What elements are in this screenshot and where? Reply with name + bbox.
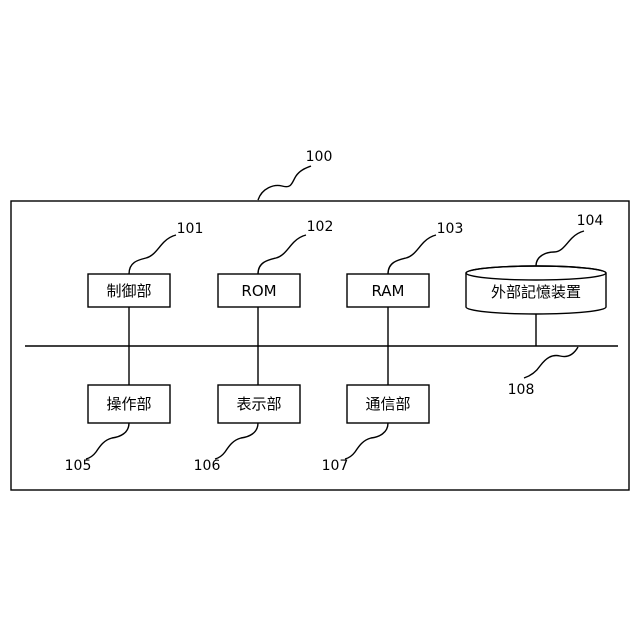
operation-unit-block: 操作部 105 (65, 385, 170, 474)
operation-unit-label: 操作部 (106, 395, 151, 413)
communication-unit-label: 通信部 (365, 395, 410, 413)
rom-leader (258, 235, 306, 274)
external-storage-block: 外部記憶装置 104 (466, 213, 606, 314)
bus-ref: 108 (508, 382, 535, 398)
communication-unit-leader (345, 423, 388, 459)
operation-unit-leader (86, 423, 129, 459)
ram-ref: 103 (437, 221, 464, 237)
external-storage-leader (536, 231, 584, 266)
display-unit-leader (215, 423, 258, 459)
system-ref: 100 (306, 149, 333, 165)
operation-unit-ref: 105 (65, 458, 92, 474)
external-storage-label: 外部記憶装置 (491, 283, 581, 301)
control-unit-leader (129, 235, 176, 274)
rom-ref: 102 (307, 219, 334, 235)
system-leader-line (258, 166, 311, 200)
control-unit-block: 制御部 101 (88, 221, 203, 307)
display-unit-block: 表示部 106 (194, 385, 300, 474)
rom-label: ROM (241, 282, 276, 300)
bus-leader-line (524, 347, 578, 378)
ram-leader (388, 235, 436, 274)
control-unit-ref: 101 (177, 221, 204, 237)
external-storage-ref: 104 (577, 213, 604, 229)
communication-unit-ref: 107 (322, 458, 349, 474)
communication-unit-block: 通信部 107 (322, 385, 429, 474)
control-unit-label: 制御部 (106, 282, 151, 300)
display-unit-ref: 106 (194, 458, 221, 474)
display-unit-label: 表示部 (236, 395, 281, 413)
ram-label: RAM (371, 282, 404, 300)
ram-block: RAM 103 (347, 221, 463, 307)
rom-block: ROM 102 (218, 219, 333, 307)
